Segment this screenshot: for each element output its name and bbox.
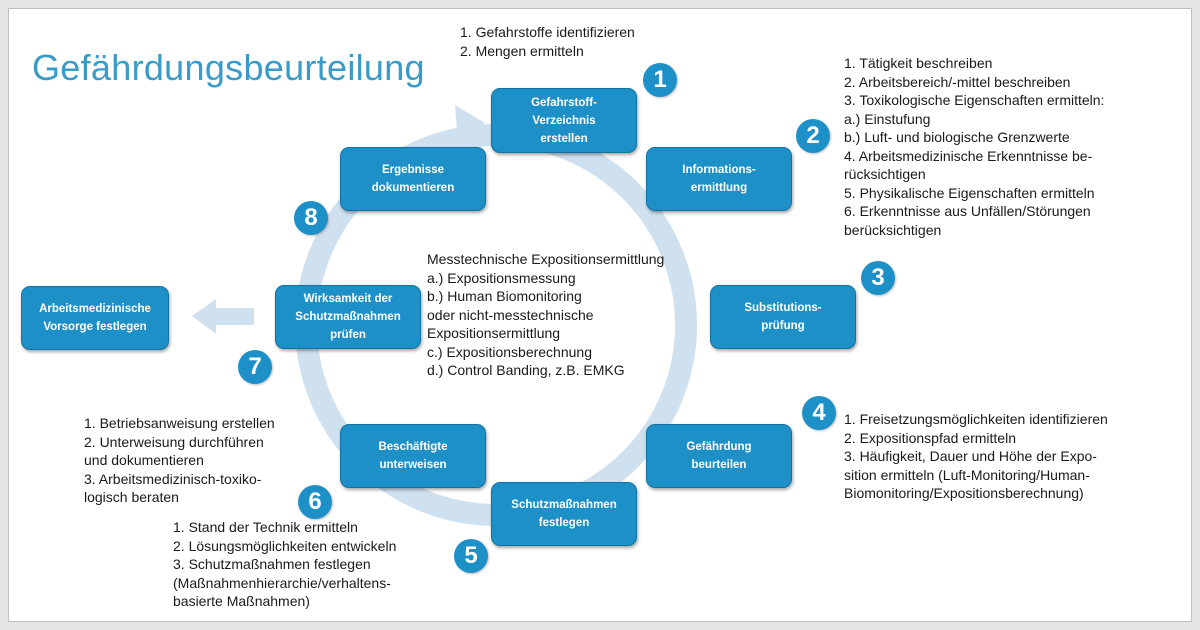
note-item: und dokumentieren <box>84 452 204 468</box>
step-label: Gefährdung beurteilen <box>686 441 752 471</box>
step-label: Beschäftigte unterweisen <box>378 441 448 471</box>
note-item: basierte Maßnahmen) <box>173 593 310 609</box>
step-box-informationsermittlung: Informations- ermittlung <box>646 147 792 211</box>
note-item: 1. Betriebsanweisung erstellen <box>84 415 275 431</box>
note-item: 1. Freisetzungsmöglichkeiten identifizie… <box>844 411 1108 427</box>
step-number-badge-2: 2 <box>796 119 830 153</box>
note-item: sition ermitteln (Luft-Monitoring/Human- <box>844 466 1090 483</box>
step4-notes: 1. Freisetzungsmöglichkeiten identifizie… <box>844 410 1108 503</box>
note-item: Expositionsermittlung <box>427 325 561 341</box>
step-box-gefahrstoffverzeichnis: Gefahrstoff- Verzeichnis erstellen <box>491 88 637 153</box>
note-item: Biomonitoring/Expositionsberechnung) <box>844 485 1084 501</box>
note-item: 2. Unterweisung durchführen <box>84 433 264 450</box>
note-item: 3. Häufigkeit, Dauer und Höhe der Expo- <box>844 448 1097 464</box>
step-box-wirksamkeit-pruefen: Wirksamkeit der Schutzmaßnahmen prüfen <box>275 285 421 349</box>
step-number-badge-5: 5 <box>454 539 488 573</box>
step-number-badge-1: 1 <box>643 63 677 97</box>
center-notes: Messtechnische Expositionsermittlung a.)… <box>427 250 664 380</box>
step5-notes: 1. Stand der Technik ermitteln 2. Lösung… <box>173 518 396 611</box>
side-box-label: Arbeitsmedizinische Vorsorge festlegen <box>39 303 151 333</box>
note-item: rücksichtigen <box>844 166 926 182</box>
note-item: 2. Mengen ermitteln <box>460 42 584 59</box>
note-item: 4. Arbeitsmedizinische Erkenntnisse be- <box>844 147 1093 164</box>
step1-notes: 1. Gefahrstoffe identifizieren 2. Mengen… <box>460 23 635 60</box>
note-item: c.) Expositionsberechnung <box>427 343 592 360</box>
step-box-substitutionspruefung: Substitutions- prüfung <box>710 285 856 349</box>
note-item: (Maßnahmenhierarchie/verhaltens- <box>173 574 391 591</box>
step-box-ergebnisse-dokumentieren: Ergebnisse dokumentieren <box>340 147 486 211</box>
note-item: 1. Stand der Technik ermitteln <box>173 519 358 535</box>
step-label: Ergebnisse dokumentieren <box>371 164 455 194</box>
step-label: Substitutions- prüfung <box>744 302 822 332</box>
note-item: 2. Expositionspfad ermitteln <box>844 429 1016 446</box>
note-item: 1. Gefahrstoffe identifizieren <box>460 24 635 40</box>
note-item: 5. Physikalische Eigenschaften ermitteln <box>844 184 1095 201</box>
note-item: 1. Tätigkeit beschreiben <box>844 55 993 71</box>
note-item: d.) Control Banding, z.B. EMKG <box>427 362 625 378</box>
note-item: Messtechnische Expositionsermittlung <box>427 251 665 267</box>
step-number-badge-8: 8 <box>294 201 328 235</box>
note-item: b.) Luft- und biologische Grenzwerte <box>844 129 1070 145</box>
diagram-frame: Gefährdungsbeurteilung Gefahrstoff- Verz… <box>8 8 1192 622</box>
note-item: 2. Lösungsmöglichkeiten entwickeln <box>173 537 397 554</box>
note-item: a.) Einstufung <box>844 110 931 127</box>
note-item: 3. Toxikologische Eigenschaften ermittel… <box>844 92 1105 108</box>
step-number-badge-7: 7 <box>238 350 272 384</box>
page-title: Gefährdungsbeurteilung <box>32 47 425 88</box>
step-box-gefaehrdung-beurteilen: Gefährdung beurteilen <box>646 424 792 488</box>
step-number-badge-4: 4 <box>802 396 836 430</box>
note-item: 6. Erkenntnisse aus Unfällen/Störungen <box>844 203 1091 219</box>
step2-notes: 1. Tätigkeit beschreiben 2. Arbeitsberei… <box>844 54 1104 239</box>
side-box-arbeitsmedizinische-vorsorge: Arbeitsmedizinische Vorsorge festlegen <box>21 286 169 350</box>
step-box-schutzmassnahmen-festlegen: Schutzmaßnahmen festlegen <box>491 482 637 546</box>
step-label: Informations- ermittlung <box>682 164 756 194</box>
vorsorge-arrow <box>192 299 254 334</box>
note-item: 3. Arbeitsmedizinisch-toxiko- <box>84 470 262 487</box>
step-label: Wirksamkeit der Schutzmaßnahmen prüfen <box>295 293 401 341</box>
note-item: a.) Expositionsmessung <box>427 269 576 286</box>
note-item: berücksichtigen <box>844 221 942 238</box>
step6-notes: 1. Betriebsanweisung erstellen 2. Unterw… <box>84 414 275 507</box>
step-box-beschaeftigte-unterweisen: Beschäftigte unterweisen <box>340 424 486 488</box>
note-item: b.) Human Biomonitoring <box>427 288 582 304</box>
note-item: logisch beraten <box>84 489 179 505</box>
note-item: oder nicht-messtechnische <box>427 306 594 323</box>
step-number-badge-6: 6 <box>298 485 332 519</box>
note-item: 3. Schutzmaßnahmen festlegen <box>173 556 371 572</box>
step-number-badge-3: 3 <box>861 261 895 295</box>
step-label: Gefahrstoff- Verzeichnis erstellen <box>531 96 597 145</box>
step-label: Schutzmaßnahmen festlegen <box>511 499 617 529</box>
note-item: 2. Arbeitsbereich/-mittel beschreiben <box>844 73 1071 90</box>
cycle-arrowhead <box>455 105 485 145</box>
